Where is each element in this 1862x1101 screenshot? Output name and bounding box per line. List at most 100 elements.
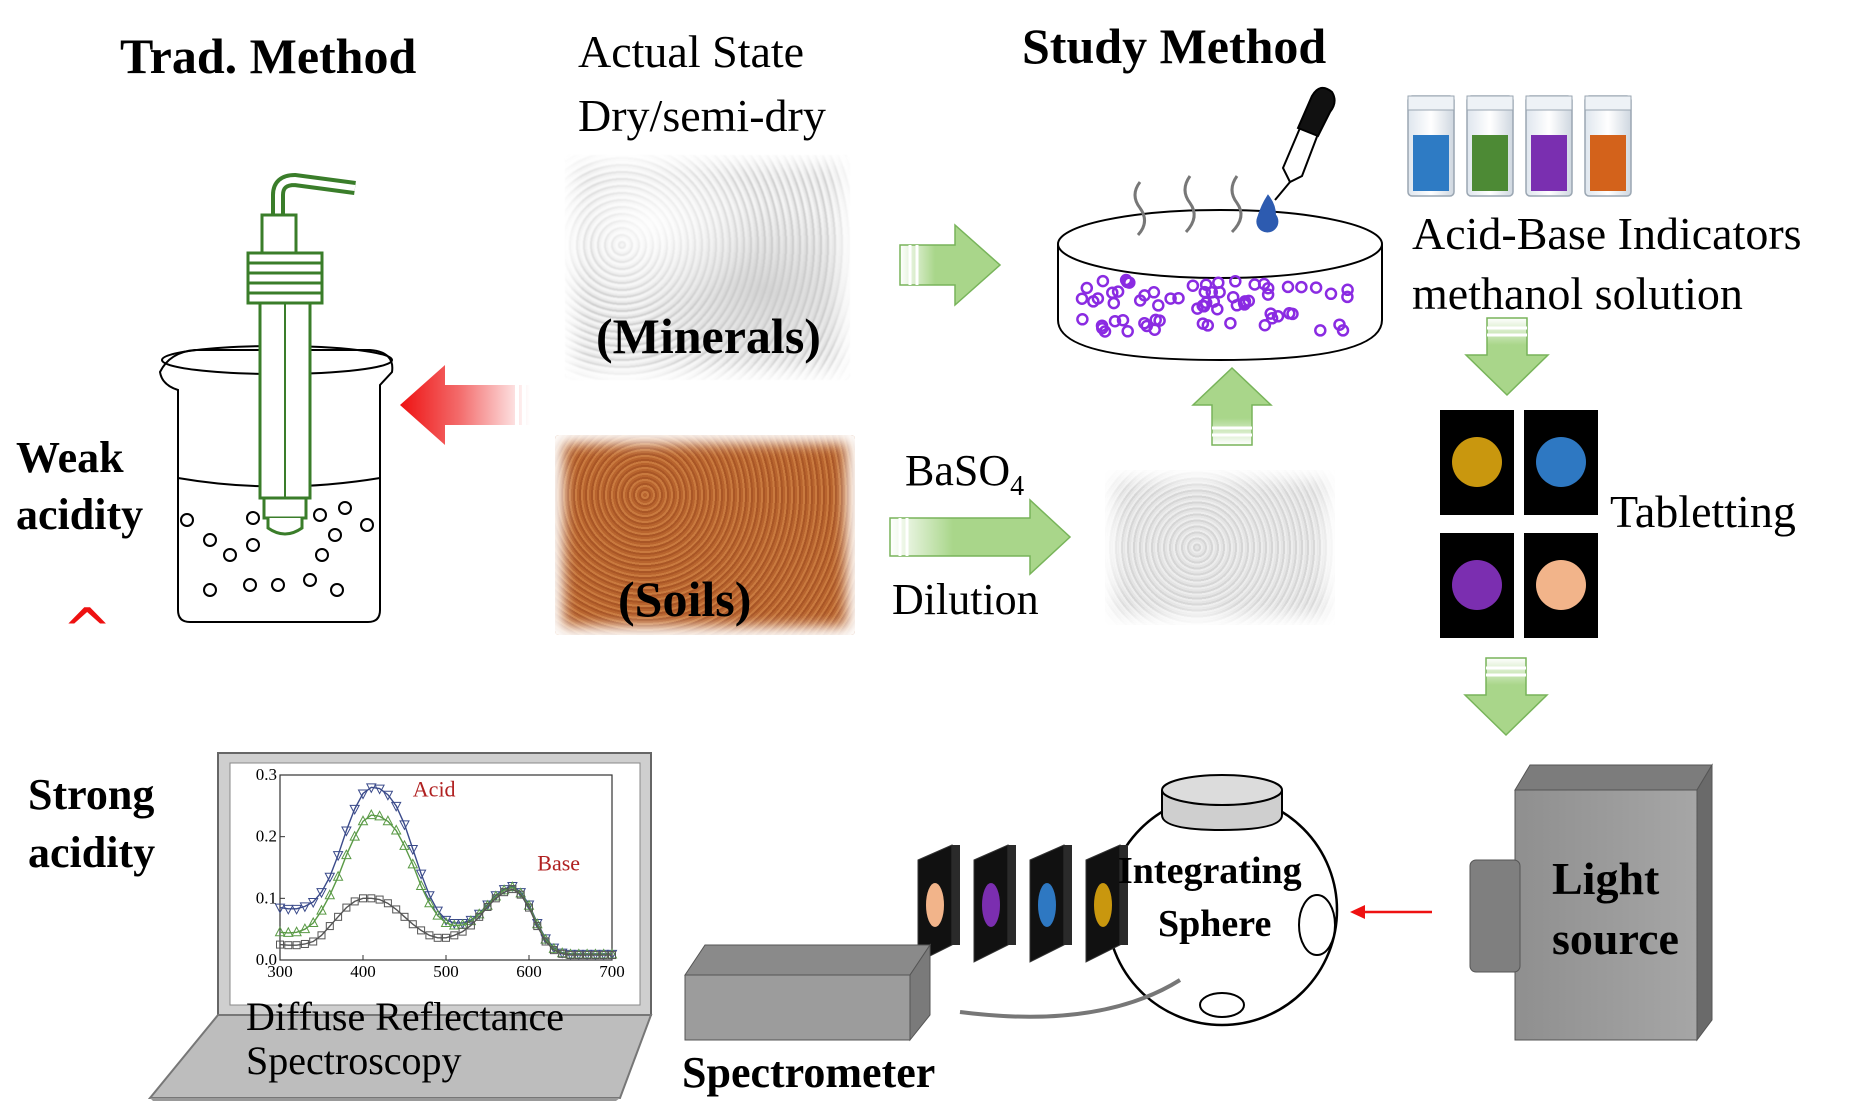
particle <box>1148 323 1161 336</box>
data-point <box>491 894 500 903</box>
particle <box>1309 281 1323 294</box>
trad-method-title: Trad. Method <box>120 28 417 84</box>
data-point <box>374 810 385 821</box>
data-point <box>516 890 525 899</box>
indicator-tubes <box>1407 95 1632 197</box>
data-point <box>415 869 427 880</box>
particle <box>1199 278 1213 291</box>
particle <box>1075 292 1089 305</box>
green-arrow-dilution <box>889 498 1072 576</box>
integrating-sphere-label-2: Sphere <box>1158 903 1272 945</box>
data-point <box>334 912 343 921</box>
baso4-label: BaSO4 <box>905 446 1025 502</box>
minerals-texture <box>565 155 850 380</box>
data-point <box>458 927 467 936</box>
x-tick-label: 400 <box>350 962 376 981</box>
particle <box>1121 325 1134 338</box>
soils-texture <box>555 435 855 635</box>
particle <box>1138 316 1151 330</box>
data-point <box>442 933 450 942</box>
integrating-sphere-icon <box>959 774 1339 1027</box>
data-point <box>608 951 616 960</box>
data-point <box>417 926 426 935</box>
particle <box>1080 281 1094 295</box>
data-point <box>425 931 434 940</box>
particle <box>1111 285 1125 298</box>
data-point <box>299 902 311 913</box>
particle <box>1265 312 1279 325</box>
data-point <box>399 820 410 831</box>
x-tick-label: 300 <box>267 962 293 981</box>
tablet <box>1440 533 1514 638</box>
particle <box>1258 318 1272 332</box>
dry-semi-dry-label: Dry/semi-dry <box>578 90 826 141</box>
data-point <box>350 897 359 906</box>
petri-dish-icon <box>1057 175 1383 362</box>
data-point <box>309 937 318 946</box>
data-point <box>566 951 575 960</box>
y-tick-label: 0.1 <box>256 888 277 907</box>
data-point <box>357 815 369 826</box>
data-point <box>581 948 593 959</box>
light-source-label-1: Light <box>1552 853 1660 904</box>
particle <box>1108 314 1122 328</box>
data-point <box>591 951 600 960</box>
tablet <box>1440 410 1514 515</box>
particle <box>1271 310 1285 323</box>
particle <box>1098 325 1112 338</box>
data-point <box>332 870 344 881</box>
laptop-icon <box>147 752 653 1101</box>
data-point <box>415 879 427 890</box>
sample-holder <box>973 844 1016 963</box>
actual-state-label: Actual State <box>578 26 805 77</box>
tablets-grid <box>1440 410 1598 638</box>
sample-holder <box>917 844 960 963</box>
green-arrow-down-2 <box>1463 657 1549 737</box>
annotation-acid: Acid <box>413 777 456 802</box>
tablet <box>1524 533 1598 638</box>
data-point <box>508 885 517 894</box>
data-point <box>407 858 419 869</box>
data-point <box>440 916 452 927</box>
data-point <box>325 922 334 931</box>
data-point <box>574 951 583 960</box>
data-point <box>500 888 509 897</box>
data-point <box>408 920 417 929</box>
sample-holders <box>917 844 1128 963</box>
diluted-sample-texture <box>1105 470 1335 625</box>
data-point <box>525 903 533 912</box>
particle <box>1314 324 1327 337</box>
data-point <box>573 948 585 959</box>
baso4-base: BaSO <box>905 446 1011 495</box>
dish-particles <box>1075 273 1354 338</box>
data-point <box>276 940 284 949</box>
data-point <box>558 949 567 958</box>
minerals-label: (Minerals) <box>596 308 821 364</box>
data-point <box>590 948 601 959</box>
particle <box>1238 298 1251 311</box>
drs-label-2: Spectroscopy <box>246 1038 462 1083</box>
series-line <box>279 814 612 956</box>
study-method-title: Study Method <box>1022 18 1327 74</box>
data-point <box>324 872 336 883</box>
particle <box>1248 278 1261 291</box>
particle <box>1281 280 1295 294</box>
particle <box>1324 287 1338 301</box>
data-point <box>274 903 286 914</box>
data-point <box>365 783 377 794</box>
data-point <box>367 894 376 903</box>
indicator-tube <box>1584 95 1632 197</box>
data-point <box>282 926 294 937</box>
data-point <box>357 789 369 800</box>
data-point <box>332 851 344 862</box>
particle <box>1186 279 1200 292</box>
particle <box>1172 291 1185 305</box>
indicators-label-1: Acid-Base Indicators <box>1412 208 1802 259</box>
dilution-label: Dilution <box>892 575 1039 624</box>
y-tick-label: 0.2 <box>256 827 277 846</box>
x-tick-label: 600 <box>516 962 542 981</box>
tablet <box>1524 410 1598 515</box>
data-point <box>507 881 518 892</box>
particle <box>1341 283 1354 297</box>
baso4-subscript: 4 <box>1010 470 1025 502</box>
